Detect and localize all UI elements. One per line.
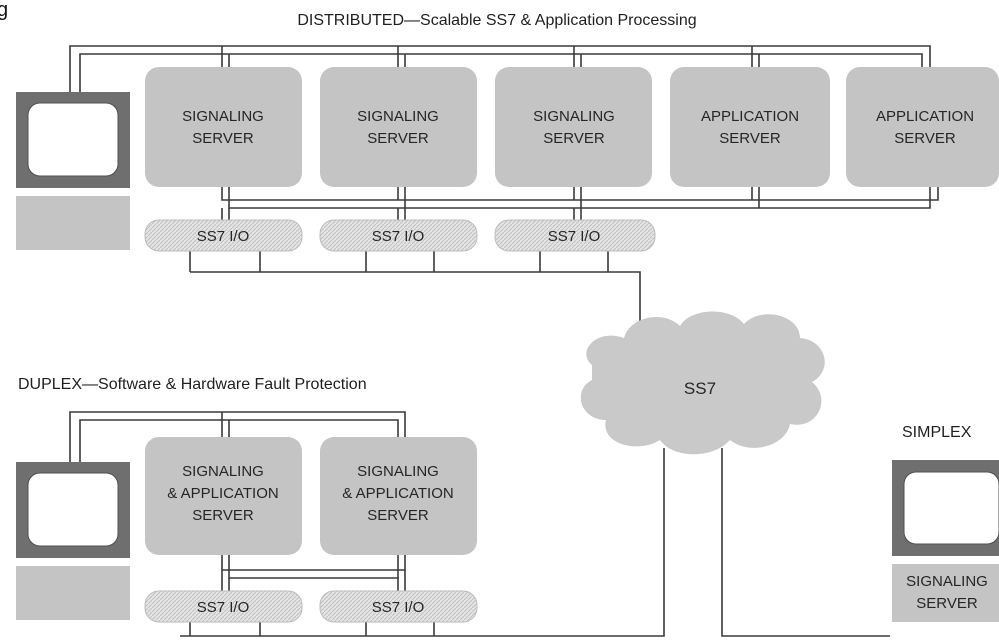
- server-label-line1: SIGNALING: [357, 108, 439, 125]
- server-label-line1: SIGNALING: [182, 108, 264, 125]
- server-label-line1: APPLICATION: [701, 108, 799, 125]
- ss7-network-label: SS7: [684, 379, 716, 398]
- monitor-screen: [903, 471, 999, 545]
- ss7-network-cloud: SS7: [580, 311, 825, 455]
- distributed-title: DISTRIBUTED—Scalable SS7 & Application P…: [297, 12, 696, 29]
- duplex-server-1: SIGNALING & APPLICATION SERVER: [145, 437, 302, 555]
- simplex-wiring: [721, 448, 890, 637]
- io-label: SS7 I/O: [548, 228, 601, 245]
- duplex-io-1: SS7 I/O: [144, 590, 303, 623]
- server-label-line1: SIGNALING: [357, 463, 439, 480]
- distributed-io-1: SS7 I/O: [144, 219, 303, 252]
- simplex-title: SIMPLEX: [902, 424, 972, 441]
- server-label-line1: SIGNALING: [182, 463, 264, 480]
- duplex-wiring: [69, 411, 665, 637]
- server-label-line1: SIGNALING: [906, 573, 988, 590]
- simplex-server: SIGNALING SERVER: [892, 564, 999, 622]
- monitor-base: [16, 196, 130, 250]
- io-label: SS7 I/O: [197, 599, 250, 616]
- duplex-monitor: [16, 462, 130, 620]
- distributed-server-3: SIGNALING SERVER: [495, 67, 652, 187]
- io-label: SS7 I/O: [197, 228, 250, 245]
- simplex-monitor: [892, 460, 999, 556]
- distributed-server-1: SIGNALING SERVER: [145, 67, 302, 187]
- server-label-line3: SERVER: [192, 507, 254, 524]
- duplex-title: DUPLEX—Software & Hardware Fault Protect…: [18, 376, 367, 393]
- server-label-line2: SERVER: [192, 130, 254, 147]
- server-label-line2: SERVER: [543, 130, 605, 147]
- figure-tag: g: [0, 0, 8, 21]
- io-label: SS7 I/O: [372, 599, 425, 616]
- distributed-server-2: SIGNALING SERVER: [320, 67, 477, 187]
- server-label-line2: & APPLICATION: [167, 485, 278, 502]
- distributed-io-3: SS7 I/O: [494, 219, 656, 252]
- monitor-base: [16, 566, 130, 620]
- distributed-server-4: APPLICATION SERVER: [670, 67, 830, 187]
- monitor-screen: [27, 472, 119, 547]
- duplex-server-2: SIGNALING & APPLICATION SERVER: [320, 437, 477, 555]
- server-label-line1: APPLICATION: [876, 108, 974, 125]
- server-label-line2: SERVER: [894, 130, 956, 147]
- duplex-io-2: SS7 I/O: [319, 590, 478, 623]
- monitor-screen: [27, 102, 119, 177]
- io-label: SS7 I/O: [372, 228, 425, 245]
- server-label-line2: SERVER: [719, 130, 781, 147]
- distributed-monitor: [16, 92, 130, 250]
- distributed-io-2: SS7 I/O: [319, 219, 478, 252]
- server-label-line2: SERVER: [916, 595, 978, 612]
- server-label-line3: SERVER: [367, 507, 429, 524]
- server-label-line1: SIGNALING: [533, 108, 615, 125]
- server-label-line2: SERVER: [367, 130, 429, 147]
- server-label-line2: & APPLICATION: [342, 485, 453, 502]
- distributed-server-5: APPLICATION SERVER: [846, 67, 999, 187]
